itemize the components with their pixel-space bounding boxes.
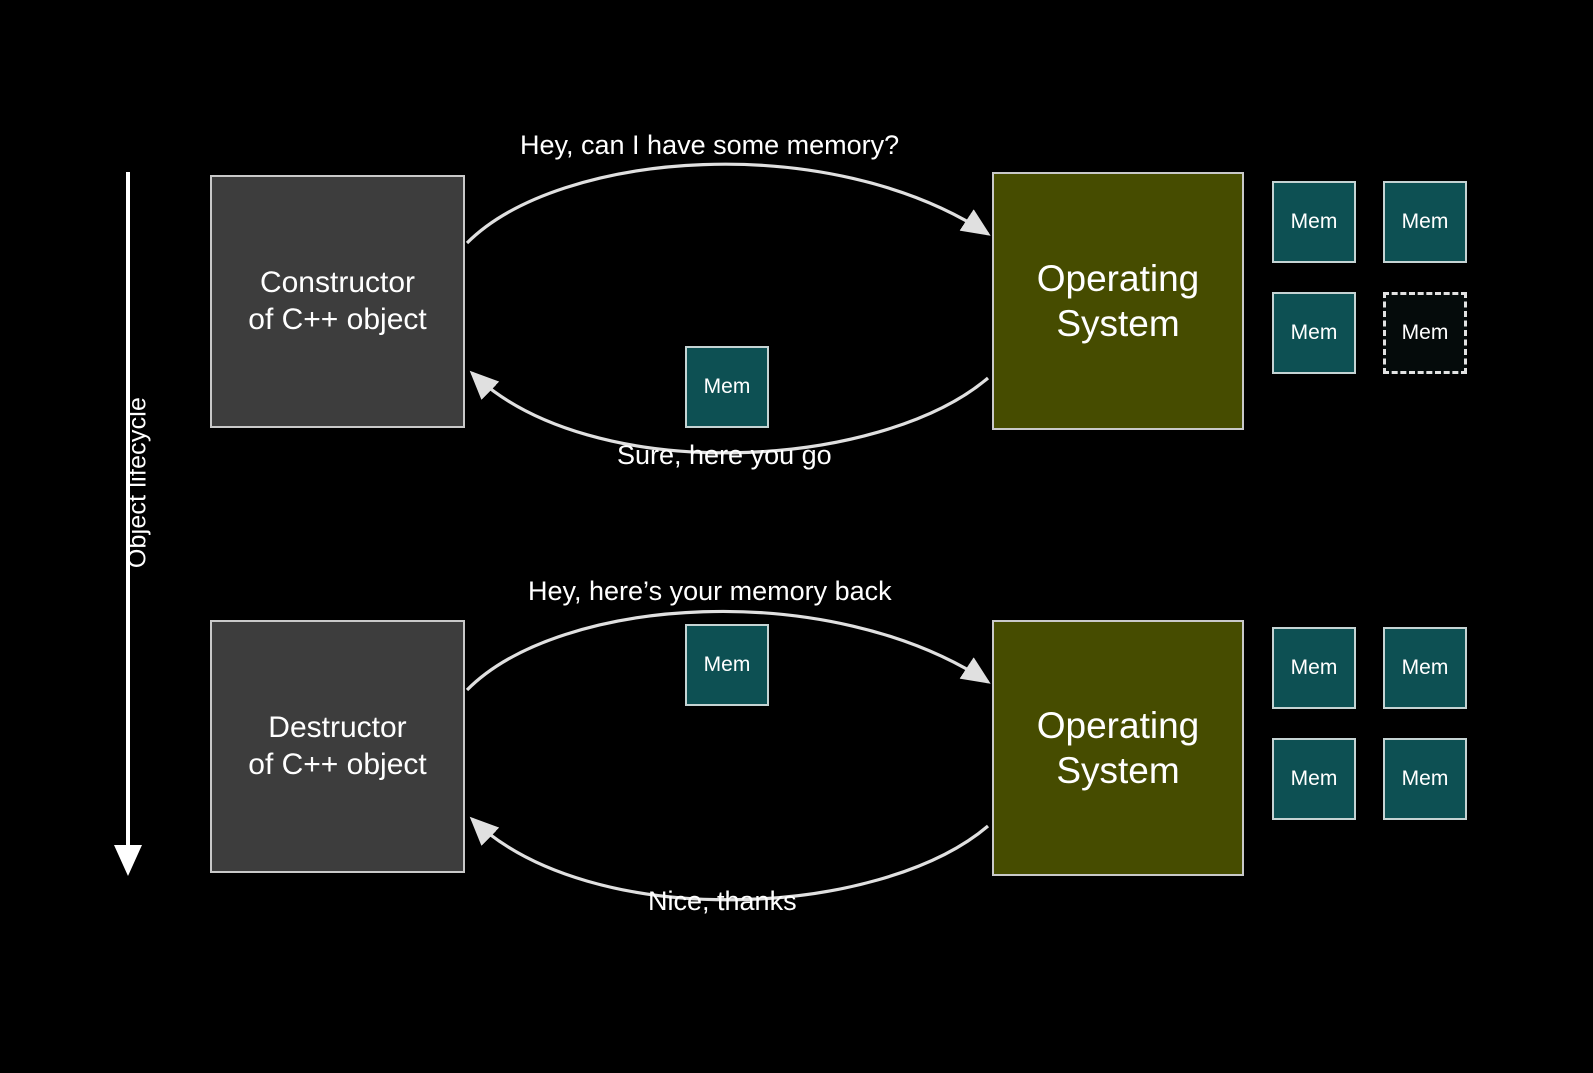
destructor-line-1: Destructor	[268, 710, 407, 744]
arrow-request-memory	[465, 162, 991, 245]
caption-return-memory: Hey, here’s your memory back	[528, 576, 892, 606]
caption-request-memory: Hey, can I have some memory?	[520, 130, 900, 160]
caption-acknowledge: Nice, thanks	[648, 886, 797, 916]
memory-pool-block-bottom-3[interactable]: Mem	[1272, 738, 1356, 820]
memory-block-label: Mem	[1290, 321, 1338, 345]
constructor-box-text: Constructor of C++ object	[248, 265, 426, 338]
memory-block-label: Mem	[1290, 767, 1338, 791]
memory-pool-block-bottom-2[interactable]: Mem	[1383, 627, 1467, 709]
memory-block-label: Mem	[1290, 210, 1338, 234]
constructor-box[interactable]: Constructor of C++ object	[210, 175, 465, 428]
constructor-line-1: Constructor	[259, 265, 416, 299]
os-bottom-line-2: System	[1056, 750, 1180, 791]
memory-block-label: Mem	[1401, 210, 1449, 234]
operating-system-text-bottom: Operating System	[1037, 703, 1200, 793]
constructor-line-2: of C++ object	[248, 302, 427, 336]
operating-system-box-top[interactable]: Operating System	[992, 172, 1244, 430]
memory-block-label: Mem	[1401, 321, 1449, 345]
memory-pool-block-bottom-1[interactable]: Mem	[1272, 627, 1356, 709]
destructor-line-2: of C++ object	[248, 747, 427, 781]
operating-system-box-bottom[interactable]: Operating System	[992, 620, 1244, 876]
memory-block-label: Mem	[703, 375, 751, 399]
os-bottom-line-1: Operating	[1036, 704, 1200, 746]
memory-block-label: Mem	[703, 653, 751, 677]
memory-pool-block-bottom-4[interactable]: Mem	[1383, 738, 1467, 820]
os-top-line-2: System	[1056, 303, 1180, 344]
object-lifecycle-label: Object lifecycle	[123, 396, 152, 569]
memory-block-label: Mem	[1290, 656, 1338, 680]
memory-pool-block-top-4-allocated[interactable]: Mem	[1383, 292, 1467, 374]
caption-grant-memory: Sure, here you go	[617, 440, 832, 470]
destructor-box-text: Destructor of C++ object	[248, 710, 426, 783]
operating-system-text-top: Operating System	[1037, 256, 1200, 346]
memory-pool-block-top-2[interactable]: Mem	[1383, 181, 1467, 263]
memory-pool-block-top-1[interactable]: Mem	[1272, 181, 1356, 263]
memory-block-in-transit-top[interactable]: Mem	[685, 346, 769, 428]
destructor-box[interactable]: Destructor of C++ object	[210, 620, 465, 873]
os-top-line-1: Operating	[1036, 257, 1200, 299]
memory-block-label: Mem	[1401, 767, 1449, 791]
memory-block-in-transit-bottom[interactable]: Mem	[685, 624, 769, 706]
memory-block-label: Mem	[1401, 656, 1449, 680]
memory-pool-block-top-3[interactable]: Mem	[1272, 292, 1356, 374]
object-lifecycle-axis: Object lifecycle	[106, 168, 152, 876]
